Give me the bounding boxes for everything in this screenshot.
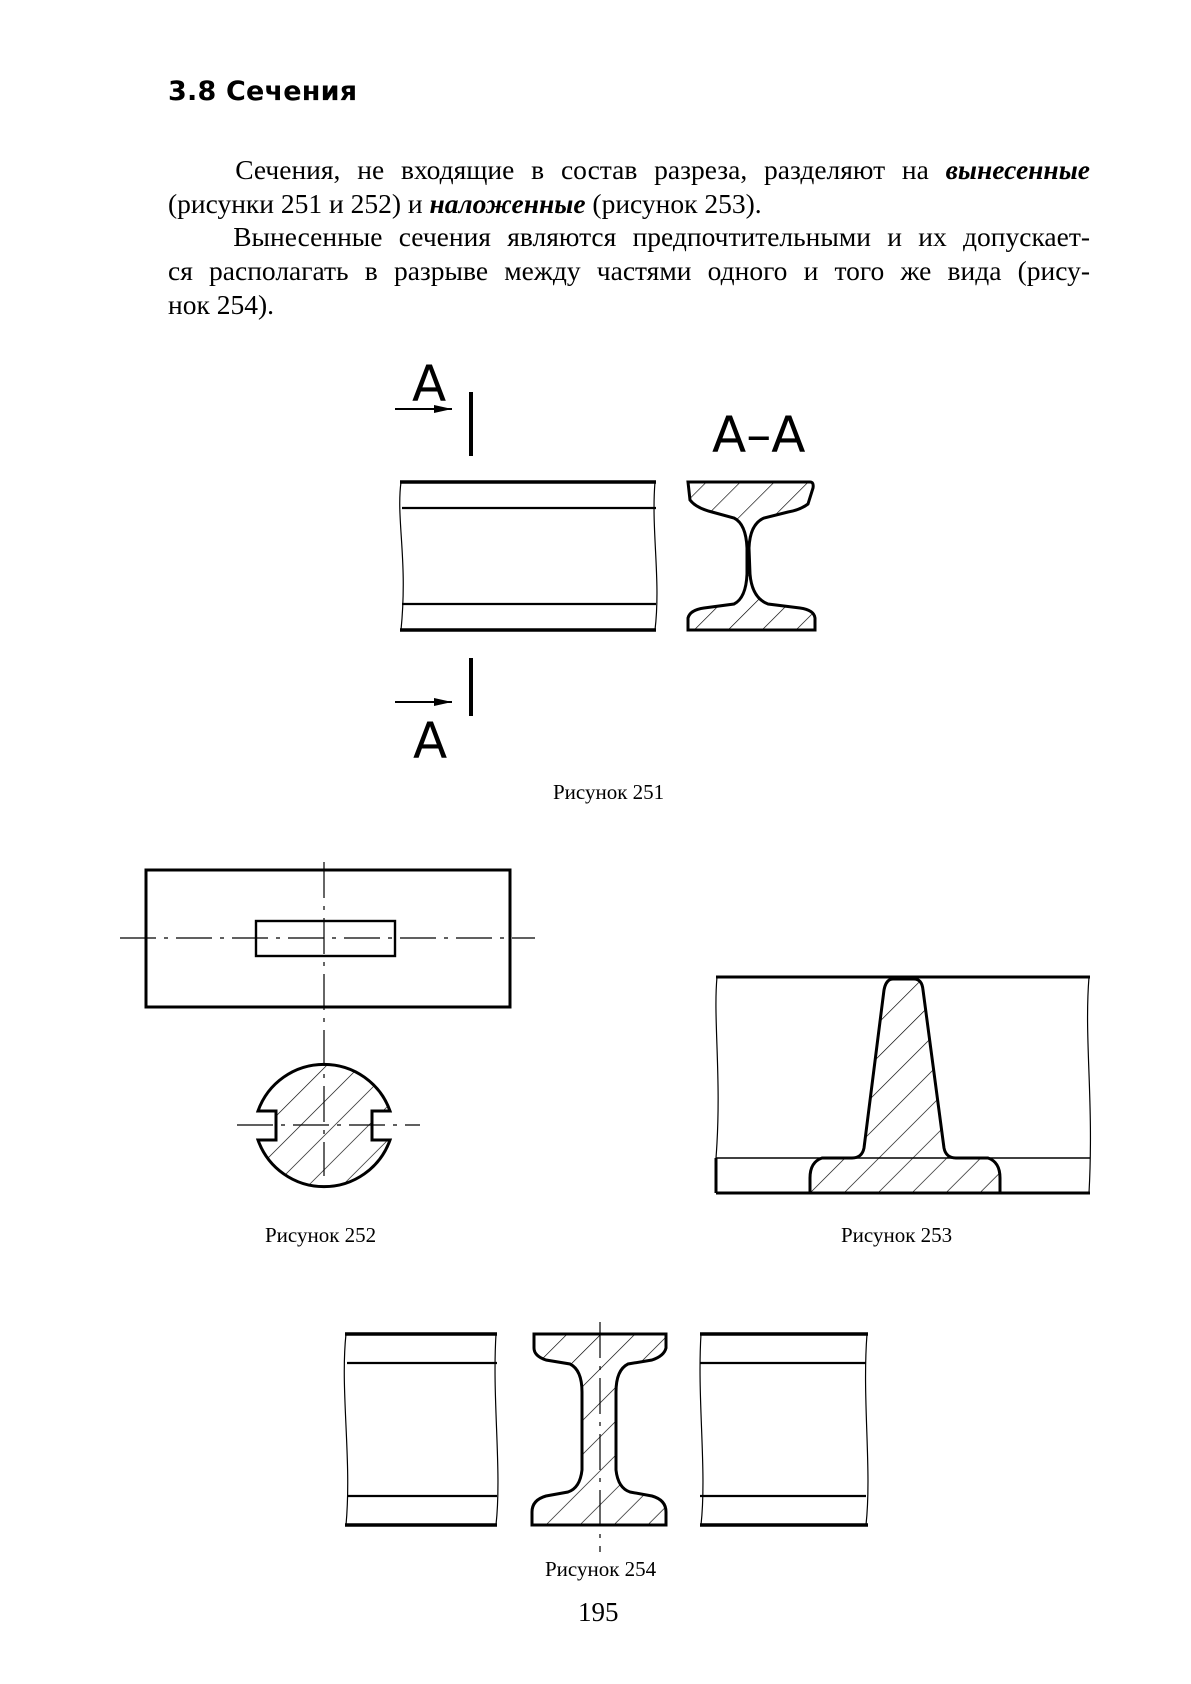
cutting-plane-top <box>395 392 473 456</box>
paragraph-1: Сечения, не входящие в состав разреза, р… <box>168 153 1090 221</box>
page-number: 195 <box>578 1597 619 1627</box>
caption-figure-253: Рисунок 253 <box>841 1223 953 1247</box>
term-vynesennye: вынесенные <box>945 154 1090 185</box>
section-label-top: А <box>412 355 446 413</box>
i-beam-section-254 <box>530 1322 668 1552</box>
paragraph-2-line-2: ся располагать в разрыве между частями о… <box>168 255 1090 286</box>
paragraph-2-line-3: нок 254). <box>168 289 274 320</box>
term-nalozhennye: наложенные <box>429 188 586 219</box>
paragraph-1-line-2: (рисунки 251 и 252) и наложенные (рисуно… <box>168 188 762 219</box>
paragraph-2: Вынесенные сечения являются предпочтител… <box>168 220 1090 322</box>
cutting-plane-bottom <box>395 658 473 716</box>
caption-figure-254: Рисунок 254 <box>545 1557 657 1581</box>
paragraph-2-line-1: Вынесенные сечения являются предпочтител… <box>233 221 1091 252</box>
figure-254 <box>343 1322 869 1552</box>
section-title: А–А <box>712 406 805 464</box>
figure-252 <box>120 862 535 1189</box>
beam-right-part-254 <box>699 1332 869 1527</box>
caption-figure-252: Рисунок 252 <box>265 1223 377 1247</box>
section-label-bottom: А <box>413 712 447 770</box>
paragraph-1-line-1: Сечения, не входящие в состав разреза, р… <box>235 154 1090 185</box>
figure-253 <box>714 975 1092 1195</box>
caption-figure-251: Рисунок 251 <box>553 780 665 804</box>
figure-251: А А–А А <box>395 355 817 770</box>
beam-view-251 <box>399 480 658 632</box>
rib-section-253 <box>808 977 1002 1195</box>
section-heading: 3.8 Сечения <box>168 76 358 107</box>
beam-left-part-254 <box>343 1332 499 1527</box>
i-beam-section-251 <box>686 480 817 632</box>
